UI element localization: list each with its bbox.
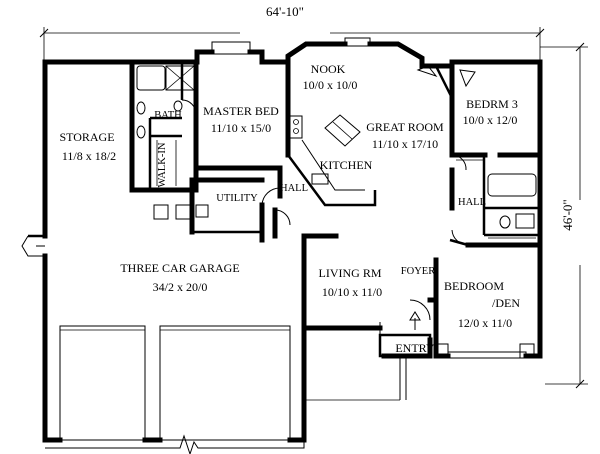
garage-label: THREE CAR GARAGE	[120, 261, 239, 275]
master-bed-size: 11/10 x 15/0	[211, 121, 271, 135]
bedroom-den-size: 12/0 x 11/0	[458, 316, 512, 330]
great-room-label: GREAT ROOM	[366, 120, 444, 134]
storage-label: STORAGE	[59, 130, 114, 144]
overall-width-label: 64'-10"	[266, 4, 304, 19]
garage-doors	[59, 325, 291, 441]
bedroom-den-label-1: BEDROOM	[444, 279, 504, 293]
doors	[181, 99, 469, 330]
bedrm3-size: 10/0 x 12/0	[463, 113, 518, 127]
great-room-size: 11/10 x 17/10	[372, 137, 438, 151]
garage-size: 34/2 x 20/0	[153, 280, 208, 294]
foyer-label: FOYER	[401, 266, 435, 277]
fixtures	[136, 65, 537, 239]
storage-size: 11/8 x 18/2	[62, 149, 116, 163]
utility-label: UTILITY	[216, 193, 258, 204]
nook-size: 10/0 x 10/0	[303, 78, 358, 92]
interior-walls	[129, 59, 543, 358]
overall-depth-label: 46'-0"	[560, 199, 575, 230]
room-labels: STORAGE 11/8 x 18/2 BATH WALK-IN MASTER …	[59, 62, 520, 355]
master-bed-label: MASTER BED	[203, 104, 279, 118]
width-dimension: 64'-10"	[39, 4, 545, 62]
bath-label: BATH	[154, 110, 182, 121]
garage-side-door	[21, 234, 45, 257]
hall-right-label: HALL	[458, 197, 486, 208]
break-line	[45, 392, 305, 454]
hall-left-label: HALL	[280, 183, 308, 194]
kitchen-label: KITCHEN	[320, 158, 373, 172]
entry-label: ENTRY	[395, 341, 435, 355]
walkin-label: WALK-IN	[157, 142, 168, 187]
living-room-size: 10/10 x 11/0	[322, 285, 382, 299]
living-room-label: LIVING RM	[319, 266, 382, 280]
bedroom-den-label-2: /DEN	[492, 296, 520, 310]
nook-label: NOOK	[311, 62, 346, 76]
depth-dimension: 46'-0"	[540, 42, 588, 389]
bedrm3-label: BEDRM 3	[466, 97, 518, 111]
windows	[211, 37, 535, 401]
